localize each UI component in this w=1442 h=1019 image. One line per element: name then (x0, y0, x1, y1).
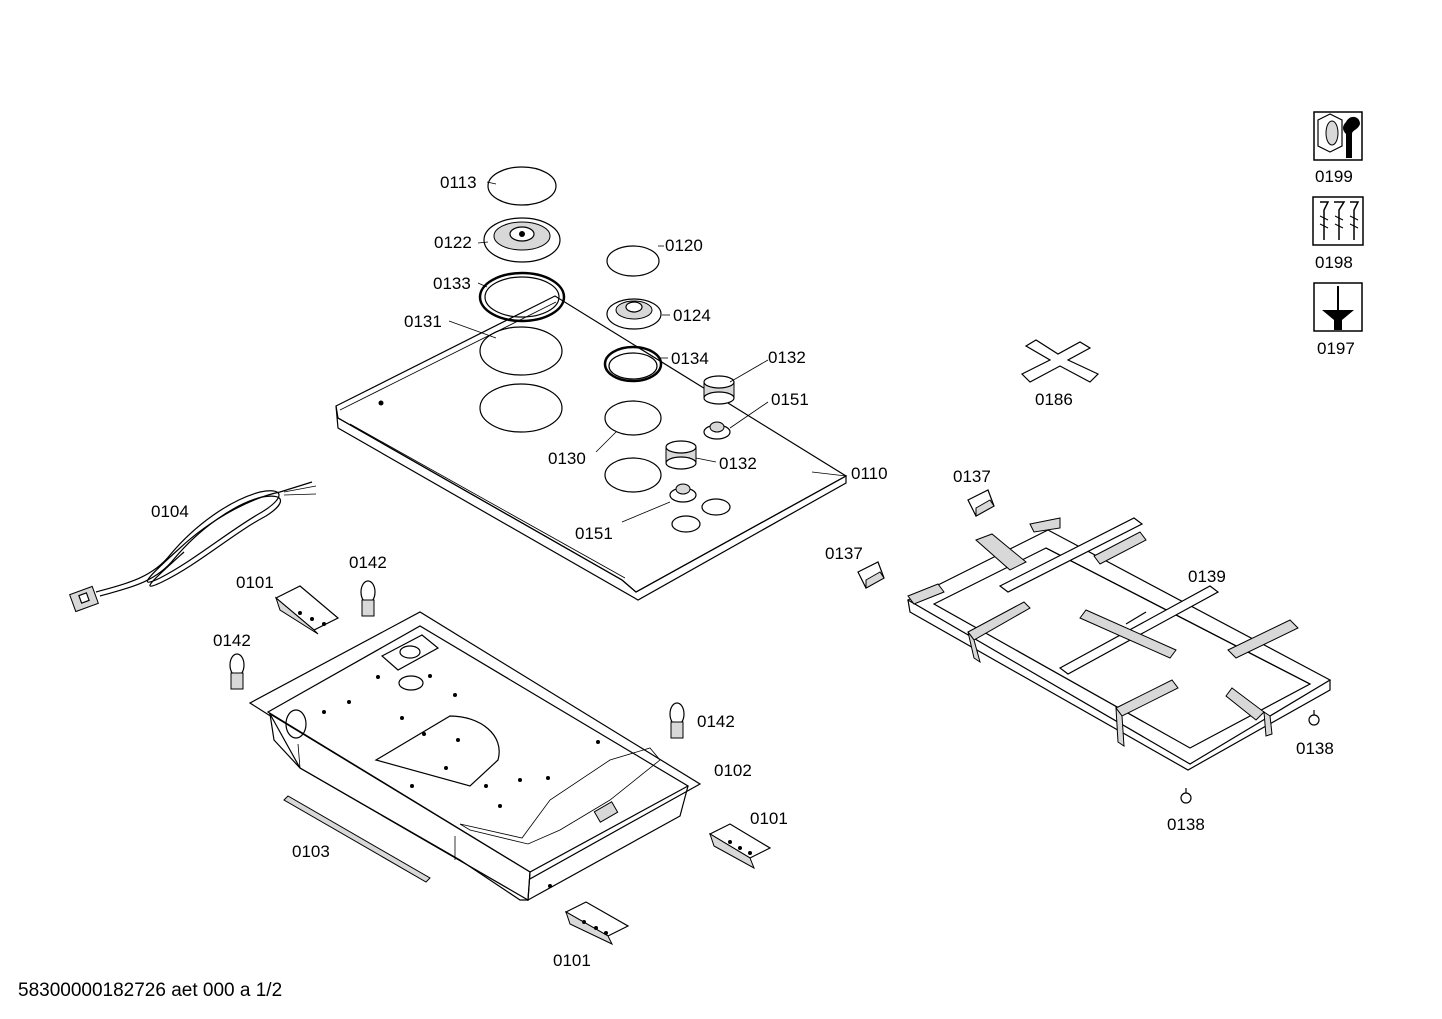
label-0131: 0131 (404, 312, 442, 331)
label-0139: 0139 (1188, 567, 1226, 586)
part-0132-knob-lower (665, 440, 697, 470)
label-0151-lower: 0151 (575, 524, 613, 543)
screwdriver-icon (1313, 282, 1363, 332)
label-0101-a: 0101 (236, 573, 274, 592)
label-0124: 0124 (673, 306, 711, 325)
part-0133 (478, 271, 566, 323)
label-0137-b: 0137 (825, 544, 863, 563)
wrench-nut-icon (1313, 111, 1363, 161)
document-footer-code: 58300000182726 aet 000 a 1/2 (18, 980, 283, 1001)
label-0138-b: 0138 (1167, 815, 1205, 834)
part-0134 (603, 345, 663, 383)
part-0186-wok-support (1020, 339, 1100, 383)
label-0142-c: 0142 (697, 712, 735, 731)
label-0113: 0113 (440, 173, 477, 192)
part-0138-buffer-a (1308, 710, 1320, 726)
label-0186: 0186 (1035, 390, 1073, 409)
screws-icon (1312, 196, 1364, 246)
label-0197: 0197 (1317, 339, 1355, 358)
part-0151-upper (703, 421, 731, 440)
part-0137-pad-b (857, 561, 885, 589)
part-0151-lower (669, 483, 697, 503)
part-0101-clip-b (708, 823, 772, 870)
part-0142-foot-a (360, 580, 376, 617)
hob-top-plate (335, 295, 848, 601)
part-0138-buffer-b (1180, 788, 1192, 804)
label-0110: 0110 (851, 464, 888, 483)
label-0122: 0122 (434, 233, 472, 252)
label-0133: 0133 (433, 274, 471, 293)
label-0151-upper: 0151 (771, 390, 809, 409)
part-0122 (483, 217, 561, 263)
label-0102: 0102 (714, 761, 752, 780)
part-0104-cable (69, 481, 317, 613)
part-0120 (606, 245, 660, 277)
callout-labels: 0113 0122 0133 0131 0120 0124 0134 0132 … (151, 167, 1355, 970)
part-0101-clip-c (564, 901, 630, 946)
label-0137-a: 0137 (953, 467, 991, 486)
label-0101-c: 0101 (553, 951, 591, 970)
label-0132-lower: 0132 (719, 454, 757, 473)
label-0130: 0130 (548, 449, 586, 468)
label-0138-a: 0138 (1296, 739, 1334, 758)
label-0199: 0199 (1315, 167, 1353, 186)
part-0124 (606, 298, 662, 330)
part-0142-foot-c (669, 702, 685, 739)
label-0142-b: 0142 (213, 631, 251, 650)
part-0101-clip-a (274, 585, 340, 635)
part-0103-strip (283, 795, 431, 883)
label-0142-a: 0142 (349, 553, 387, 572)
label-0198: 0198 (1315, 253, 1353, 272)
label-0104: 0104 (151, 502, 189, 521)
label-0103: 0103 (292, 842, 330, 861)
part-0142-foot-b (229, 653, 245, 690)
label-0101-b: 0101 (750, 809, 788, 828)
label-0120: 0120 (665, 236, 703, 255)
label-0134: 0134 (671, 349, 709, 368)
label-0132-upper: 0132 (768, 348, 806, 367)
part-0113 (487, 166, 557, 206)
part-0132-knob-upper (703, 375, 735, 405)
part-0137-pad-a (967, 489, 995, 517)
part-0102-bottom-tray (248, 611, 702, 902)
leader-lines-top (448, 181, 847, 523)
part-0139-pan-support (906, 517, 1332, 771)
